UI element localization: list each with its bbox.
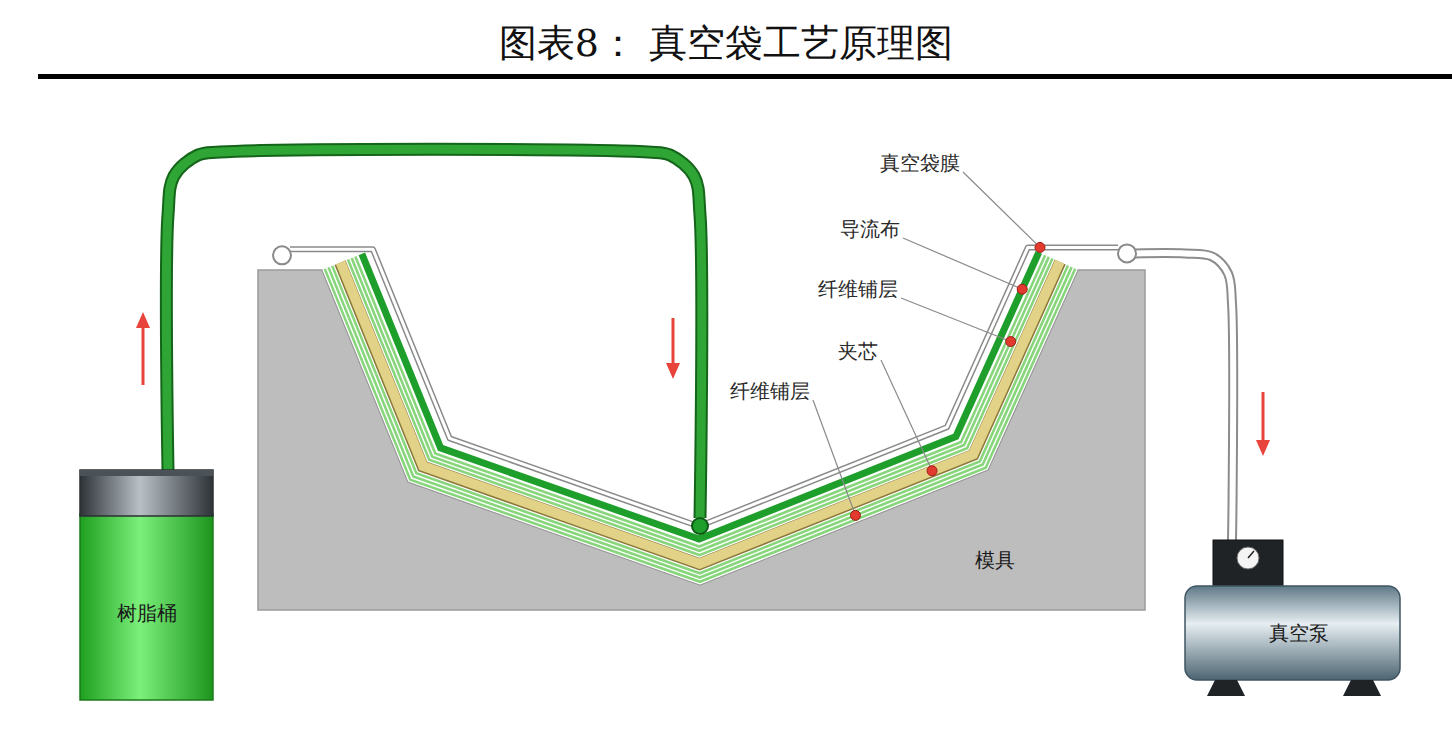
pump-shape — [1185, 538, 1400, 700]
tube-core — [1135, 253, 1233, 540]
callout-dot — [1017, 284, 1027, 294]
leader-line — [901, 298, 1011, 342]
node-label: 树脂桶 — [117, 600, 177, 627]
tube-casing — [1135, 253, 1233, 540]
gauge-box — [1213, 540, 1283, 588]
leader-line — [813, 400, 855, 515]
sealant-flange — [1118, 244, 1136, 262]
bag-film — [290, 247, 1118, 526]
node-label: 真空泵 — [1269, 620, 1329, 647]
text-holder: 树脂桶 — [80, 600, 213, 627]
callout-label: 夹芯 — [838, 338, 878, 365]
resin-inlet — [692, 518, 708, 534]
laminate-layer — [348, 259, 1053, 556]
leader-line — [903, 238, 1022, 289]
barrel-shape — [80, 470, 213, 702]
leader-line — [963, 172, 1040, 247]
mold-block: 模具 — [255, 225, 1155, 613]
callout-label: 导流布 — [840, 216, 900, 243]
mold-shape — [255, 225, 1155, 613]
vacuum-pump: 真空泵 — [1185, 538, 1400, 700]
callout-label: 纤维铺层 — [730, 378, 810, 405]
callout-dot — [1006, 337, 1016, 347]
callout-label: 纤维铺层 — [818, 276, 898, 303]
resin-barrel: 树脂桶 — [80, 470, 213, 702]
leader-line — [881, 360, 932, 471]
vacuum-tube — [1135, 253, 1233, 540]
laminate-layer — [352, 257, 1049, 551]
gauge — [1237, 547, 1259, 569]
pump-body — [1185, 586, 1400, 680]
bag-film-edge — [290, 247, 1118, 526]
pump-foot — [1207, 680, 1245, 696]
laminate-layer — [355, 255, 1045, 546]
title-rule — [38, 74, 1452, 79]
laminate-layer — [362, 252, 1039, 539]
sealant-flange — [273, 246, 291, 264]
callout-dot — [1035, 242, 1045, 252]
callout-dot — [850, 510, 860, 520]
text-holder: 真空泵 — [1185, 620, 1400, 647]
callout-label: 真空袋膜 — [880, 150, 960, 177]
figure-title: 图表8： 真空袋工艺原理图 — [0, 18, 1452, 69]
callout-dot — [927, 466, 937, 476]
laminate-layer — [352, 257, 1049, 551]
text-holder: 模具 — [975, 547, 1015, 574]
node-label: 模具 — [975, 547, 1015, 574]
pump-foot — [1343, 680, 1381, 696]
